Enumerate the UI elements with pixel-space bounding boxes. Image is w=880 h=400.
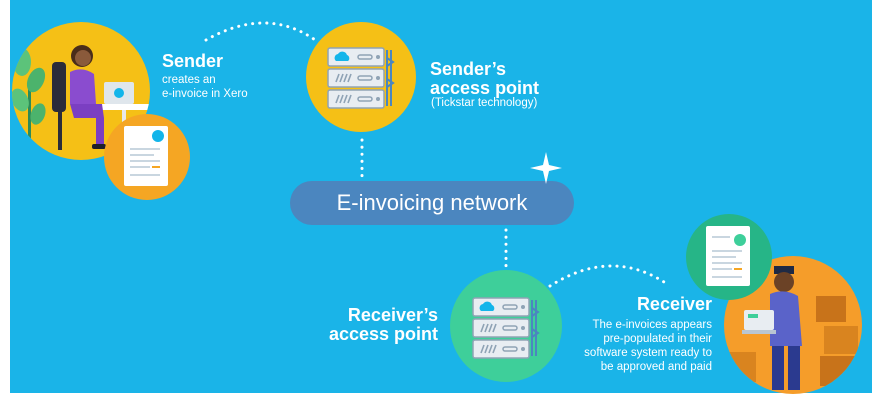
sender-illustration	[12, 22, 150, 160]
e-invoicing-network-label: E-invoicing network	[290, 181, 574, 225]
sender-access-point-note: (Tickstar technology)	[431, 97, 538, 109]
connector-sender-to-sap	[204, 21, 320, 44]
sender-access-point-title: Sender’s access point	[430, 59, 540, 98]
plant-icon	[12, 48, 46, 142]
sender-description: creates an e-invoice in Xero	[162, 74, 248, 100]
receiver-description: The e-invoices appears pre-populated in …	[584, 319, 712, 373]
invoice-document-icon	[124, 126, 168, 186]
sender-invoice-illustration	[104, 114, 190, 200]
invoice-document-icon	[706, 226, 750, 286]
server-rack-icon	[472, 297, 540, 359]
sparkle-icon	[530, 152, 562, 184]
cloud-icon	[334, 51, 350, 61]
receiver-invoice-illustration	[686, 214, 772, 300]
xero-logo-icon	[152, 130, 164, 142]
connector-rap-to-receiver	[548, 264, 666, 288]
server-rack-icon	[327, 47, 395, 109]
receiver-title: Receiver	[636, 294, 712, 314]
sender-title: Sender	[162, 51, 224, 71]
cloud-icon	[479, 301, 495, 311]
receiver-access-point-title: Receiver’s access point	[328, 305, 438, 344]
